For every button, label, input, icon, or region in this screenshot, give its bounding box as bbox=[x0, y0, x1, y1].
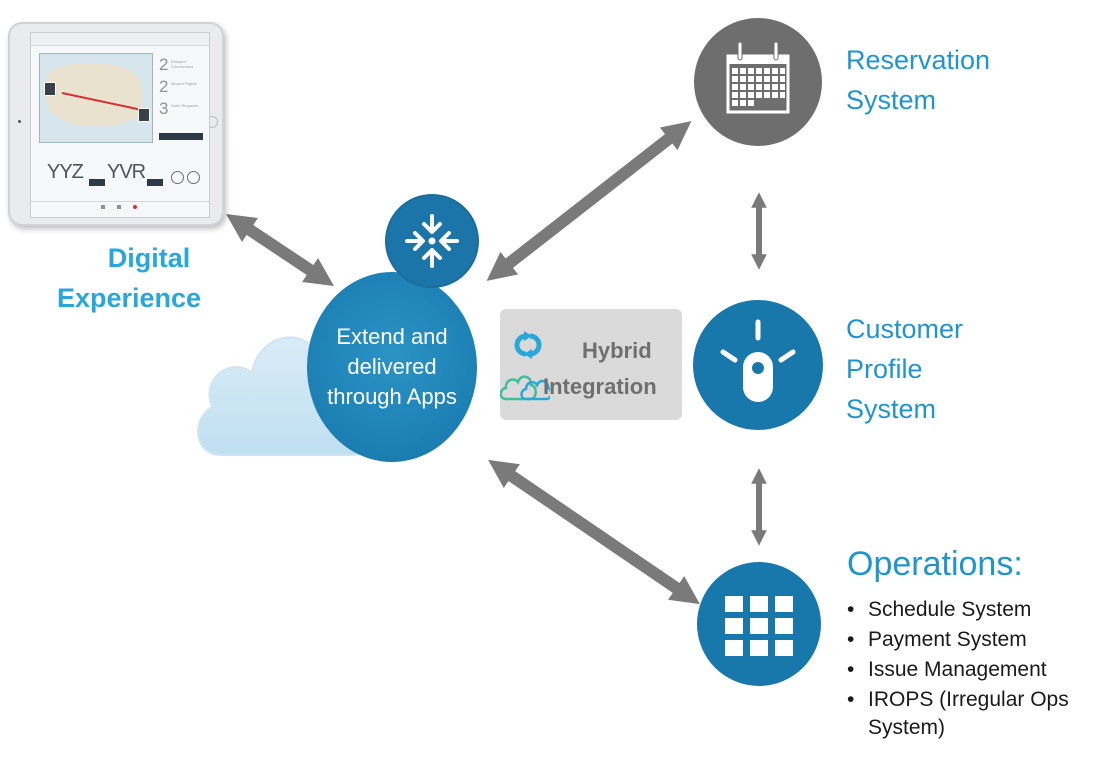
timer-icon bbox=[171, 171, 184, 184]
destination-pin-icon bbox=[138, 108, 150, 122]
sync-icon bbox=[514, 331, 542, 359]
calendar-icon bbox=[726, 41, 790, 114]
customer-profile-line1: Customer bbox=[846, 314, 964, 344]
reservation-label-line1: Reservation bbox=[846, 45, 991, 75]
hub-label-line1: Extend and bbox=[336, 324, 448, 349]
customer-profile-label: Customer Profile System bbox=[846, 309, 963, 429]
hybrid-label-line1: Hybrid bbox=[582, 338, 652, 363]
flight-map bbox=[39, 53, 153, 143]
operations-title: Operations: bbox=[847, 545, 1023, 583]
reservation-system-label: Reservation System bbox=[846, 40, 990, 120]
hub-label-line3: through Apps bbox=[327, 384, 457, 409]
digital-experience-line2: Experience bbox=[56, 283, 202, 313]
customer-profile-line3: System bbox=[846, 394, 937, 424]
tablet-screen: 2 Delayed Connections 2 Missed Flights 3… bbox=[30, 32, 210, 218]
customer-profile-circle bbox=[693, 300, 823, 430]
operations-list: Schedule System Payment System Issue Man… bbox=[847, 595, 1105, 715]
stat-label: Delayed Connections bbox=[171, 59, 194, 69]
operations-list-item: Schedule System bbox=[847, 595, 1105, 625]
hybrid-integration-box bbox=[500, 309, 682, 420]
operations-list-item-continuation: System) bbox=[868, 716, 946, 739]
stat-number: 2 bbox=[159, 55, 169, 74]
tablet-mockup: 2 Delayed Connections 2 Missed Flights 3… bbox=[8, 22, 224, 226]
operations-list-item: Payment System bbox=[847, 625, 1105, 655]
tab-bar-divider bbox=[31, 201, 209, 202]
reservation-label-line2: System bbox=[846, 85, 937, 115]
stat-label: Hotel Requests bbox=[171, 103, 199, 108]
tablet-status-bar bbox=[31, 33, 209, 46]
stat-number: 3 bbox=[159, 99, 169, 118]
origin-badge bbox=[89, 179, 105, 186]
stat-label: Missed Flights bbox=[171, 81, 197, 86]
apps-hub-circle bbox=[307, 272, 477, 462]
converge-arrows-icon bbox=[405, 214, 459, 268]
tab-icon bbox=[117, 205, 121, 209]
tab-icon bbox=[101, 205, 105, 209]
hybrid-label-line2: Integration bbox=[543, 374, 657, 399]
origin-airport-code: YYZ bbox=[47, 161, 84, 183]
tab-icon bbox=[133, 205, 137, 209]
stat-number: 2 bbox=[159, 77, 169, 96]
destination-badge bbox=[147, 179, 163, 186]
arrow-digital-to-hub bbox=[226, 214, 334, 286]
mouse-light-icon bbox=[720, 319, 796, 402]
customer-profile-line2: Profile bbox=[846, 354, 923, 384]
grid-icon bbox=[725, 596, 793, 656]
destination-airport-code: YVR bbox=[107, 161, 146, 183]
digital-experience-label: Digital Experience bbox=[57, 238, 214, 318]
timer-icon bbox=[187, 171, 200, 184]
integration-hub-icon bbox=[385, 194, 479, 288]
arrow-hub-to-reservation bbox=[486, 121, 692, 281]
operations-circle bbox=[697, 562, 821, 686]
status-bar bbox=[159, 133, 203, 140]
cloud-pair-icon bbox=[500, 375, 550, 401]
operations-list-item: IROPS (Irregular Ops bbox=[847, 685, 1105, 715]
origin-pin-icon bbox=[44, 82, 56, 96]
apps-hub-label: Extend and delivered through Apps bbox=[307, 322, 477, 412]
hub-label-line2: delivered bbox=[347, 354, 437, 379]
arrow-hub-to-operations bbox=[488, 459, 700, 605]
operations-list-item: Issue Management bbox=[847, 655, 1105, 685]
tablet-camera bbox=[18, 120, 21, 123]
reservation-system-circle bbox=[694, 18, 822, 146]
digital-experience-line1: Digital bbox=[107, 243, 191, 273]
